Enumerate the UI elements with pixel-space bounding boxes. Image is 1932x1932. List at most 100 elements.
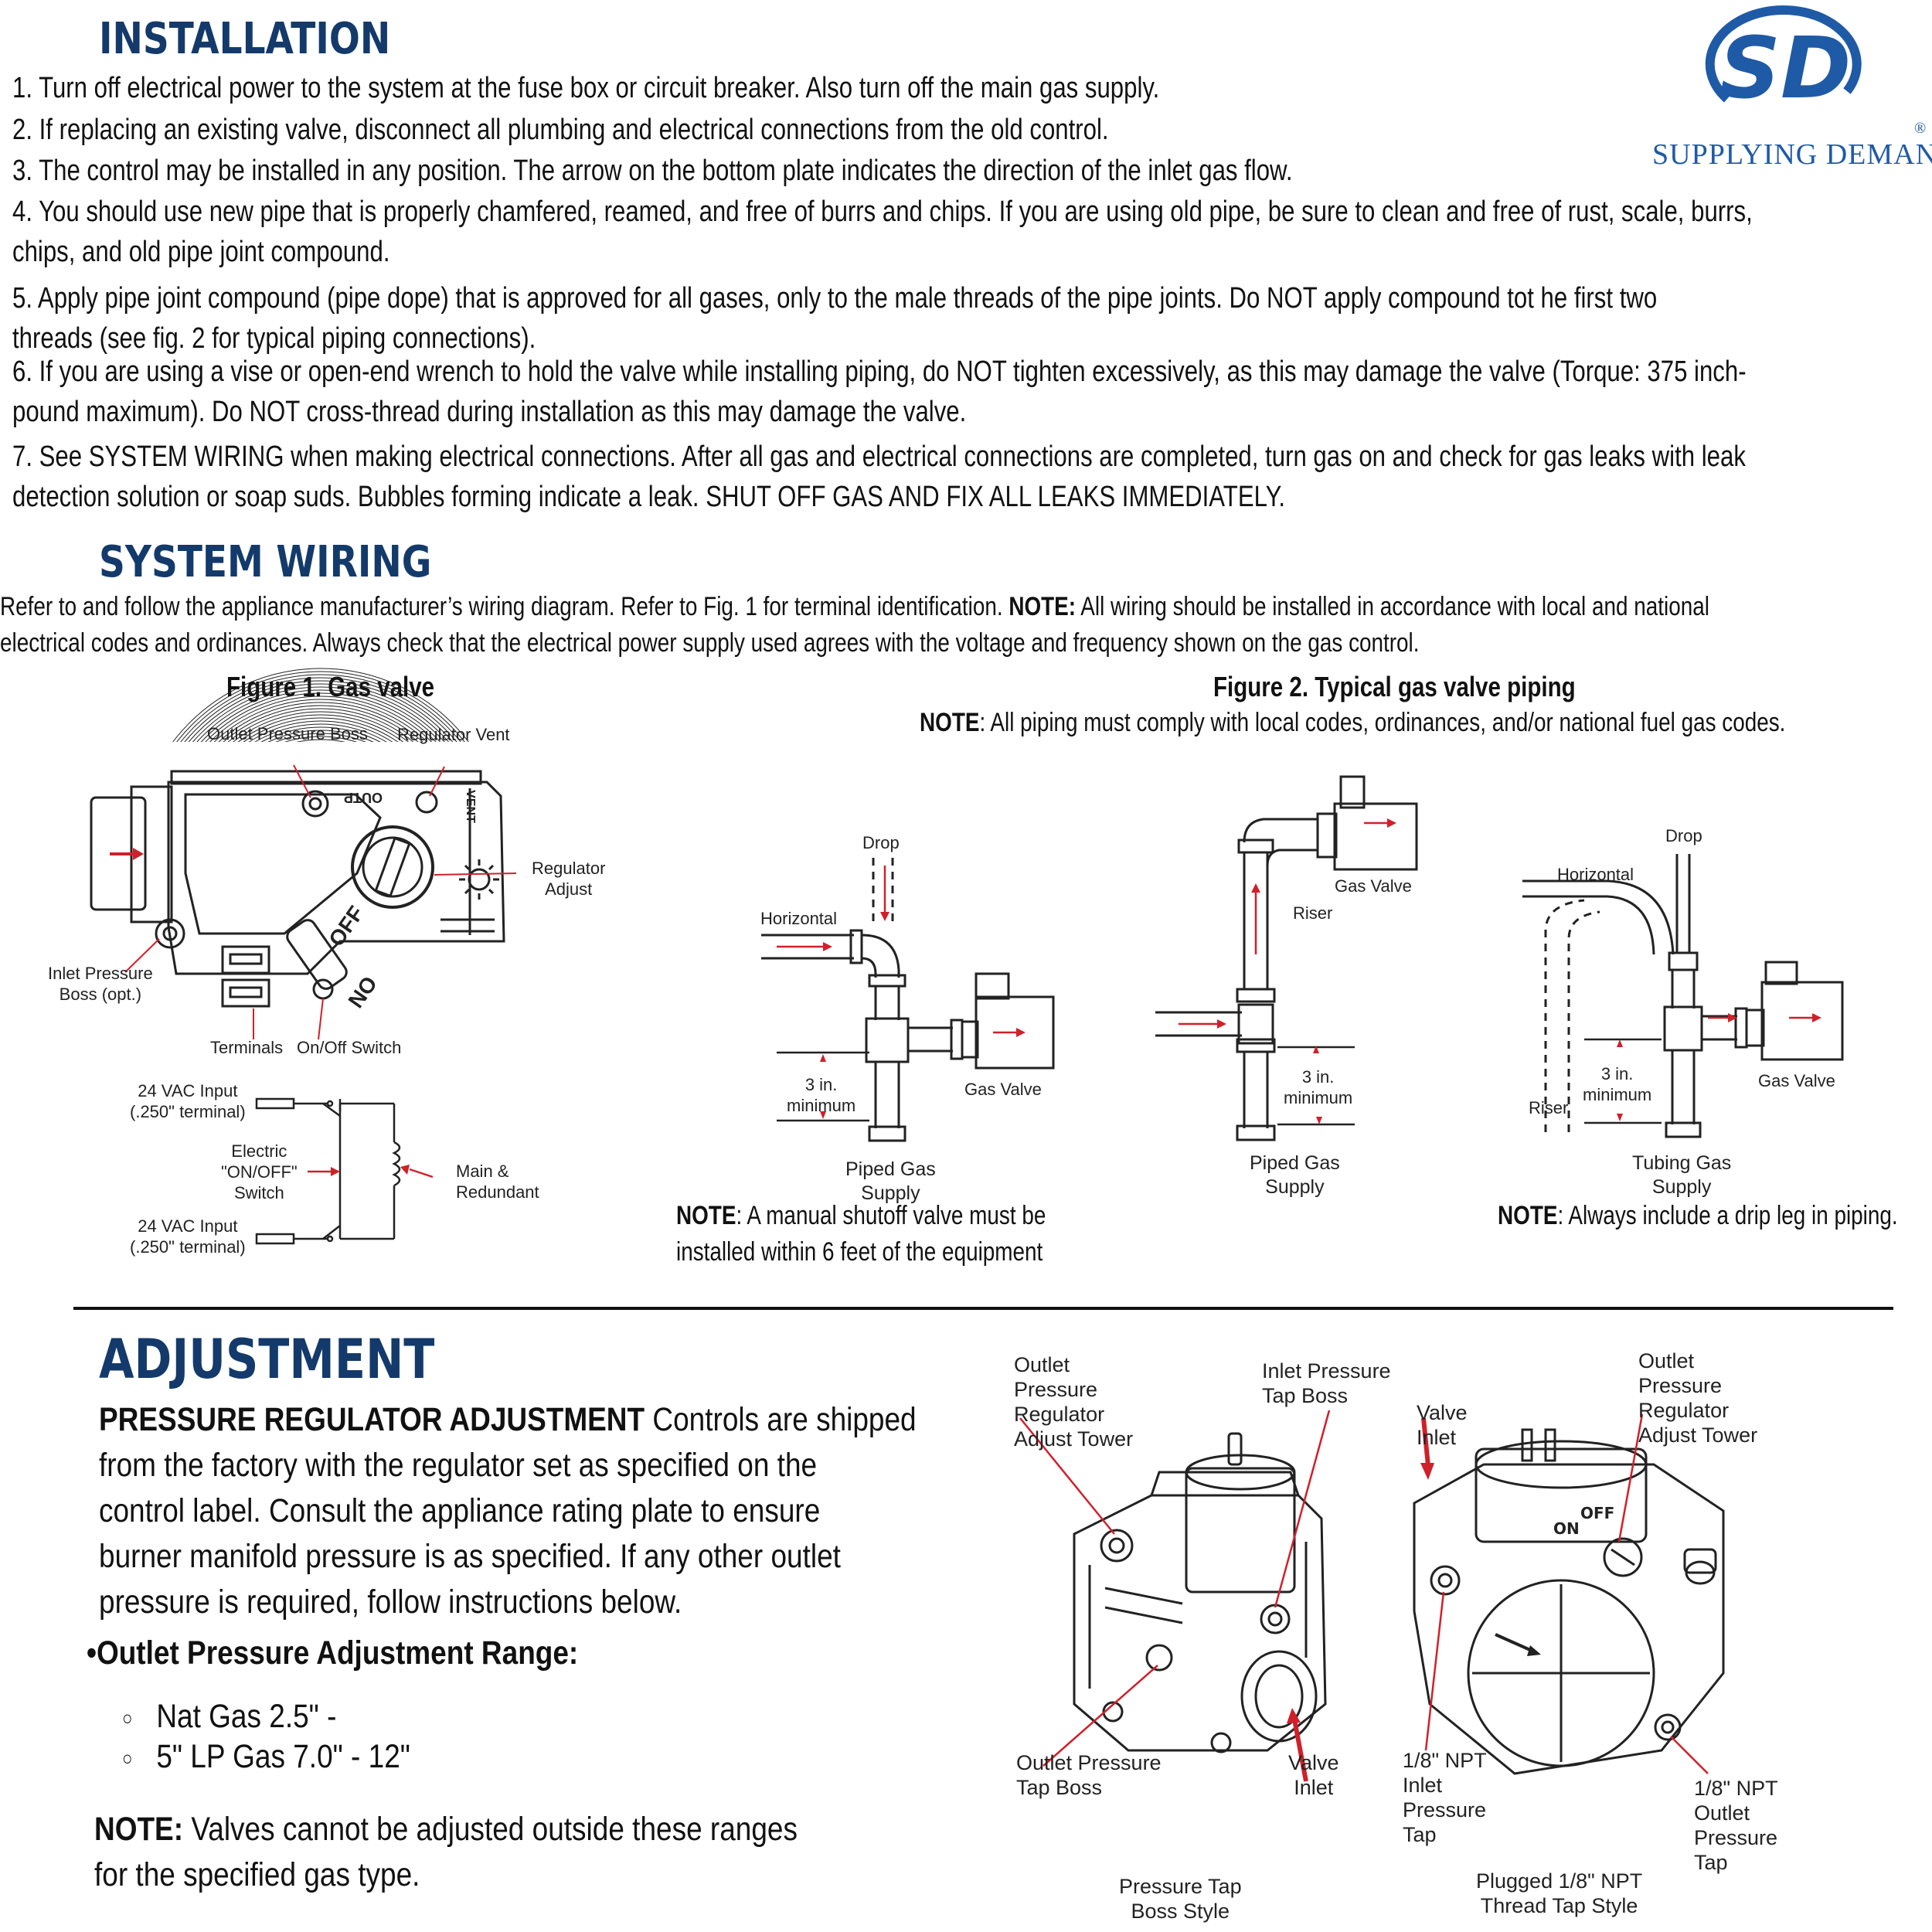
wiring-text-a: Refer to and follow the appliance manufa…	[0, 592, 1009, 621]
valve-boss-style-illustration	[1019, 1410, 1331, 1782]
rf-valve-inlet: Valve Inlet	[1417, 1400, 1468, 1450]
installation-item-2: 2. If replacing an existing valve, disco…	[12, 114, 1109, 146]
rf-outlet-npt-line2: Outlet	[1694, 1801, 1750, 1825]
d3-min-line1: 3 in.	[1600, 1064, 1634, 1083]
rf-outlet-npt-line1: 1/8" NPT	[1694, 1777, 1778, 1800]
d3-drop: Drop	[1665, 826, 1702, 845]
piping-diagram-3	[1522, 854, 1844, 1138]
lf-inlet-tap: Inlet Pressure Tap Boss	[1262, 1359, 1391, 1408]
lf-valve-inlet: Valve Inlet	[1288, 1750, 1339, 1800]
d3-supply-line1: Tubing Gas	[1632, 1152, 1732, 1174]
lf-inlet-tap-line1: Inlet Pressure	[1262, 1359, 1391, 1383]
lf-outlet-regulator: Outlet Pressure Regulator Adjust Tower	[1014, 1352, 1133, 1451]
label-coil-line1: Main &	[456, 1162, 509, 1181]
d1-min-line1: 3 in.	[804, 1075, 838, 1094]
lf-inlet-tap-line2: Tap Boss	[1262, 1384, 1349, 1407]
lf-outlet-tap: Outlet Pressure Tap Boss	[1016, 1750, 1162, 1800]
label-on-off-switch: On/Off Switch	[297, 1038, 402, 1057]
adjustment-note: NOTE: Valves cannot be adjusted outside …	[94, 1807, 912, 1898]
installation-heading: INSTALLATION	[99, 14, 391, 64]
range-item-1-text: Nat Gas 2.5" -	[156, 1698, 337, 1735]
d3-supply-line2: Supply	[1651, 1176, 1712, 1198]
d3-riser: Riser	[1529, 1098, 1569, 1117]
lf-caption: Pressure Tap Boss Style	[1119, 1874, 1242, 1923]
d1-drop: Drop	[862, 833, 900, 852]
label-inlet-pressure-boss: Inlet Pressure Boss (opt.)	[48, 963, 153, 1005]
lf-valve-inlet-line2: Inlet	[1294, 1776, 1334, 1799]
label-24vac-bot-line1: 24 VAC Input	[138, 1216, 238, 1236]
d2-minimum: 3 in. minimum	[1284, 1066, 1352, 1108]
label-regulator-adjust-line1: Regulator	[532, 859, 606, 878]
note-drip-leg-label: NOTE	[1498, 1201, 1558, 1230]
system-wiring-paragraph: Refer to and follow the appliance manufa…	[0, 589, 1932, 662]
d2-min-line1: 3 in.	[1301, 1067, 1335, 1087]
rf-outlet-reg-line3: Regulator	[1638, 1399, 1730, 1422]
d2-riser: Riser	[1293, 903, 1333, 923]
lf-outlet-reg-line3: Regulator	[1014, 1403, 1105, 1426]
svg-text:SD: SD	[1719, 19, 1852, 117]
rf-outlet-reg-line1: Outlet	[1638, 1349, 1695, 1372]
sd-logo-icon: SD	[1705, 5, 1862, 117]
d2-gas-valve: Gas Valve	[1335, 876, 1412, 896]
installation-item-5-cont: threads (see fig. 2 for typical piping c…	[12, 322, 536, 355]
rf-valve-inlet-line1: Valve	[1417, 1401, 1468, 1424]
rf-outlet-npt-line4: Tap	[1694, 1851, 1728, 1874]
label-regulator-adjust-line2: Adjust	[545, 879, 593, 899]
note-drip-leg-text: : Always include a drip leg in piping.	[1557, 1201, 1898, 1230]
d2-supply-line1: Piped Gas	[1250, 1152, 1340, 1174]
rf-outlet-npt: 1/8" NPT Outlet Pressure Tap	[1694, 1776, 1778, 1875]
rf-inlet-npt-line1: 1/8" NPT	[1403, 1749, 1487, 1772]
rf-outlet-reg-line2: Pressure	[1638, 1374, 1723, 1397]
installation-item-7-cont: detection solution or soap suds. Bubbles…	[12, 481, 1286, 513]
label-terminals: Terminals	[210, 1038, 284, 1057]
d1-minimum: 3 in. minimum	[787, 1074, 855, 1116]
piping-diagram-2	[1155, 775, 1418, 1141]
lf-outlet-tap-line1: Outlet Pressure	[1016, 1751, 1162, 1774]
rf-caption-line1: Plugged 1/8" NPT	[1476, 1869, 1643, 1893]
label-outlet-pressure-boss: Outlet Pressure Boss	[207, 724, 368, 743]
wiring-text-line2: electrical codes and ordinances. Always …	[0, 628, 1420, 658]
lf-caption-line1: Pressure Tap	[1119, 1875, 1242, 1898]
label-switch-line3: Switch	[233, 1183, 284, 1202]
registered-mark: ®	[1914, 120, 1927, 137]
label-switch-line1: Electric	[231, 1141, 287, 1161]
rf-inlet-npt-line2: Inlet	[1403, 1774, 1443, 1797]
label-24vac-bot-line2: (.250" terminal)	[130, 1237, 246, 1257]
valve-npt-style-illustration: OFF ON	[1413, 1413, 1725, 1775]
label-regulator-adjust: Regulator Adjust	[532, 858, 605, 900]
installation-item-5: 5. Apply pipe joint compound (pipe dope)…	[12, 282, 1658, 315]
rf-caption: Plugged 1/8" NPT Thread Tap Style	[1476, 1869, 1642, 1918]
rf-outlet-reg-line4: Adjust Tower	[1638, 1423, 1758, 1447]
system-wiring-heading: SYSTEM WIRING	[99, 537, 432, 587]
adjustment-note-label: NOTE:	[94, 1811, 184, 1848]
rf-outlet-npt-line3: Pressure	[1694, 1826, 1778, 1849]
installation-item-6: 6. If you are using a vise or open-end w…	[12, 355, 1747, 388]
label-main-redundant: Main & Redundant	[456, 1161, 539, 1202]
d2-min-line2: minimum	[1284, 1088, 1353, 1107]
label-vent: VENT	[463, 790, 477, 823]
d3-minimum: 3 in. minimum	[1583, 1063, 1651, 1105]
rf-on-text: ON	[1553, 1519, 1580, 1538]
piping-diagram-1	[761, 858, 1055, 1142]
d1-horizontal: Horizontal	[760, 909, 838, 928]
adjustment-lead-rest: Controls are shipped	[645, 1401, 917, 1438]
rf-outlet-regulator: Outlet Pressure Regulator Adjust Tower	[1638, 1349, 1757, 1447]
label-coil-line2: Redundant	[456, 1182, 539, 1202]
installation-item-3: 3. The control may be installed in any p…	[12, 155, 1293, 187]
d1-supply-line2: Supply	[861, 1182, 920, 1204]
adjustment-line-4: pressure is required, follow instruction…	[99, 1583, 682, 1621]
note-manual-shutoff-label: NOTE	[676, 1201, 736, 1230]
bullet-icon: •	[87, 1634, 97, 1672]
figure1-title: Figure 1. Gas valve	[226, 671, 435, 702]
d2-supply: Piped Gas Supply	[1250, 1151, 1340, 1199]
range-item-1: ○ Nat Gas 2.5" -	[122, 1694, 336, 1741]
adjustment-note-line2: for the specified gas type.	[94, 1856, 420, 1893]
label-outp: OUTP	[344, 790, 383, 805]
installation-item-6-cont: pound maximum). Do NOT cross-thread duri…	[12, 396, 967, 428]
installation-item-4-cont: chips, and old pipe joint compound.	[12, 236, 390, 268]
range-item-2-text: 5" LP Gas 7.0" - 12"	[156, 1738, 410, 1775]
circle-bullet-icon: ○	[122, 1747, 133, 1770]
section-divider	[73, 1307, 1893, 1310]
label-inlet-pressure-line2: Boss (opt.)	[59, 985, 142, 1004]
lf-caption-line2: Boss Style	[1131, 1900, 1230, 1923]
